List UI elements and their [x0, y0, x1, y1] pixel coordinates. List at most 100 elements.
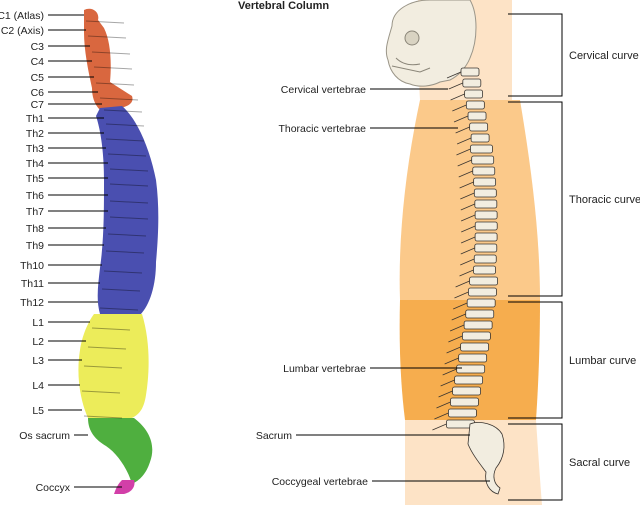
spinous-process [456, 137, 472, 145]
spinous-process [455, 126, 470, 134]
right-vertebra [473, 188, 497, 198]
right-vertebra [465, 309, 495, 319]
right-vertebra [460, 67, 480, 77]
body-silhouette [385, 0, 542, 505]
vertebra-divider [107, 233, 147, 237]
bracket-lumbar-curve [508, 301, 563, 419]
spinous-process [460, 258, 475, 266]
vertebra-divider [91, 327, 131, 331]
vertebra-divider [105, 138, 145, 142]
spinous-process [451, 313, 466, 321]
right-vertebra [470, 133, 490, 143]
right-vertebra [464, 89, 484, 99]
spinous-process [448, 335, 463, 343]
right-vertebra [474, 221, 498, 231]
right-vertebra [448, 408, 477, 418]
label-sacrum: Sacrum [256, 430, 292, 442]
right-vertebra [460, 342, 489, 352]
vertebra-divider [93, 66, 133, 70]
bracket-cervical-curve [508, 13, 563, 97]
label-c3: C3 [31, 41, 45, 53]
colored-spine [78, 8, 159, 494]
right-vertebra [473, 177, 497, 187]
spinous-process [458, 170, 473, 178]
label-th3: Th3 [26, 143, 44, 155]
vertebra-divider [87, 35, 127, 39]
right-vertebra [456, 364, 486, 374]
cervical-region [84, 8, 133, 111]
right-vertebra [454, 375, 484, 385]
spinous-process [452, 104, 467, 112]
spinous-process [460, 192, 475, 200]
spinous-process [461, 225, 476, 233]
label-c2: C2 (Axis) [1, 25, 44, 37]
right-vertebra [462, 331, 491, 341]
label-th9: Th9 [26, 240, 44, 252]
vertebra-divider [103, 109, 143, 113]
label-th12: Th12 [20, 297, 44, 309]
spinous-process [455, 280, 470, 288]
right-vertebra [458, 353, 488, 363]
right-vertebra [469, 122, 489, 132]
label-l5: L5 [32, 405, 44, 417]
right-vertebra [462, 78, 482, 88]
spinous-process [457, 159, 472, 167]
label-th5: Th5 [26, 173, 44, 185]
right-sacrum [467, 422, 505, 495]
spinous-process [432, 423, 447, 431]
spinous-process [460, 214, 476, 222]
thoracic-torso [399, 100, 540, 300]
thoracic-region [96, 106, 159, 315]
vertebra-divider [109, 168, 149, 172]
right-vertebra [463, 320, 493, 330]
right-vertebra [471, 155, 495, 165]
label-th6: Th6 [26, 190, 44, 202]
right-vertebra [470, 144, 493, 154]
vertebra-divider [99, 307, 139, 311]
label-l4: L4 [32, 380, 44, 392]
right-vertebra [469, 276, 498, 286]
spinous-process [460, 203, 475, 211]
label-thoracic-vertebrae: Thoracic vertebrae [278, 123, 366, 135]
right-vertebra [466, 298, 496, 308]
spinous-process [448, 82, 463, 90]
left-labels: C1 (Atlas)C2 (Axis)C3C4C5C6C7Th1Th2Th3Th… [0, 10, 122, 494]
bracket-thoracic-curve [508, 101, 563, 297]
vertebra-divider [83, 365, 123, 369]
label-th2: Th2 [26, 128, 44, 140]
label-th10: Th10 [20, 260, 44, 272]
spinous-process [449, 324, 465, 332]
vertebra-divider [109, 216, 149, 220]
right-vertebra [474, 210, 498, 220]
vertebra-divider [81, 390, 121, 394]
coccyx-region [114, 480, 135, 494]
spinous-process [460, 236, 476, 244]
vertebra-divider [103, 270, 143, 274]
spinous-process [446, 71, 462, 79]
vertebra-divider [107, 153, 147, 157]
label-th1: Th1 [26, 113, 44, 125]
spinous-process [459, 269, 474, 277]
vertebra-divider [99, 97, 139, 101]
label-c7: C7 [31, 99, 45, 111]
vertebra-divider [105, 250, 145, 254]
label-c4: C4 [31, 56, 45, 68]
label-cervical-curve: Cervical curve [569, 50, 639, 62]
right-vertebra [450, 397, 479, 407]
skull [385, 0, 477, 87]
bracket-sacral-curve [508, 423, 563, 501]
spinous-process [453, 302, 468, 310]
vertebra-divider [109, 183, 149, 187]
label-sacral-curve: Sacral curve [569, 457, 630, 469]
vertebra-divider [101, 288, 141, 292]
right-vertebra [473, 254, 497, 264]
label-os-sacrum: Os sacrum [19, 430, 70, 442]
label-th7: Th7 [26, 206, 44, 218]
spinous-process [434, 412, 449, 420]
vertebra-divider [87, 346, 127, 350]
lumbar-region [78, 314, 149, 418]
vertebra-divider [83, 415, 123, 419]
label-l3: L3 [32, 355, 44, 367]
